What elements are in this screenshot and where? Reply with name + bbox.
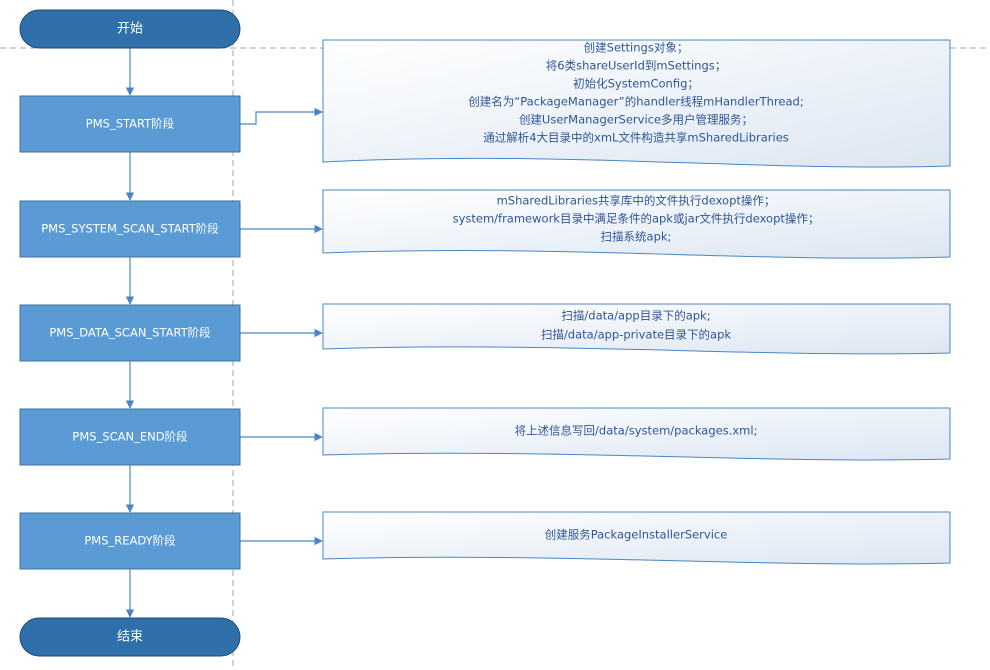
note-line: 创建服务PackageInstallerService <box>545 528 728 542</box>
note-line: system/framework目录中满足条件的apk或jar文件执行dexop… <box>453 212 820 226</box>
note-line: 初始化SystemConfig； <box>573 77 699 91</box>
note-pms-scan-end: 将上述信息写回/data/system/packages.xml; <box>322 407 951 461</box>
stage-pms-start: PMS_START阶段 <box>19 95 241 153</box>
end-terminal: 结束 <box>19 617 241 657</box>
stage-label: PMS_DATA_SCAN_START阶段 <box>49 326 211 340</box>
stage-label: PMS_SCAN_END阶段 <box>72 430 188 444</box>
note-line: 创建Settings对象； <box>584 41 689 55</box>
note-line: 扫描系统apk; <box>601 230 672 244</box>
note-line: 将6类shareUserId到mSettings； <box>546 59 726 73</box>
start-label: 开始 <box>117 22 143 37</box>
note-connector-arrow <box>240 107 323 125</box>
note-line: 扫描/data/app-private目录下的apk <box>541 328 731 342</box>
stage-pms-ready: PMS_READY阶段 <box>19 512 241 570</box>
note-line: 通过解析4大目录中的xmL文件构造共享mSharedLibraries <box>483 131 789 145</box>
stage-pms-data-scan-start: PMS_DATA_SCAN_START阶段 <box>19 304 241 362</box>
start-terminal: 开始 <box>19 9 241 49</box>
note-pms-start: 创建Settings对象； 将6类shareUserId到mSettings； … <box>322 39 951 168</box>
end-label: 结束 <box>117 630 143 645</box>
note-pms-data-scan-start: 扫描/data/app目录下的apk; 扫描/data/app-private目… <box>322 303 951 355</box>
note-line: 扫描/data/app目录下的apk; <box>561 309 710 323</box>
note-pms-ready: 创建服务PackageInstallerService <box>322 511 951 565</box>
stage-label: PMS_READY阶段 <box>84 534 176 548</box>
note-line: 创建UserManagerService多用户管理服务； <box>519 113 753 127</box>
stage-label: PMS_SYSTEM_SCAN_START阶段 <box>41 222 219 236</box>
stage-pms-system-scan-start: PMS_SYSTEM_SCAN_START阶段 <box>19 200 241 258</box>
note-line: 创建名为“PackageManager”的handler线程mHandlerTh… <box>468 95 803 109</box>
note-pms-system-scan-start: mSharedLibraries共享库中的文件执行dexopt操作； syste… <box>322 189 951 259</box>
note-line: 将上述信息写回/data/system/packages.xml; <box>515 424 758 438</box>
note-line: mSharedLibraries共享库中的文件执行dexopt操作； <box>497 194 776 208</box>
stage-label: PMS_START阶段 <box>86 117 175 131</box>
stage-pms-scan-end: PMS_SCAN_END阶段 <box>19 408 241 466</box>
